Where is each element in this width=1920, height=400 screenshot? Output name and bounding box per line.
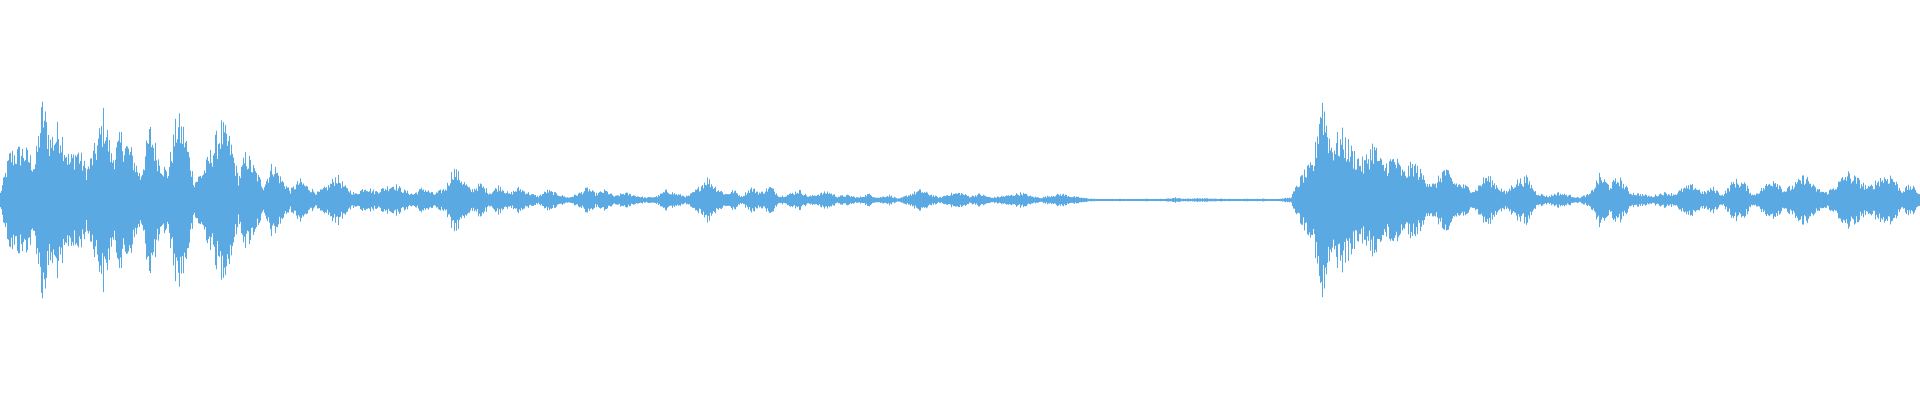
waveform-bars (0, 101, 1920, 299)
